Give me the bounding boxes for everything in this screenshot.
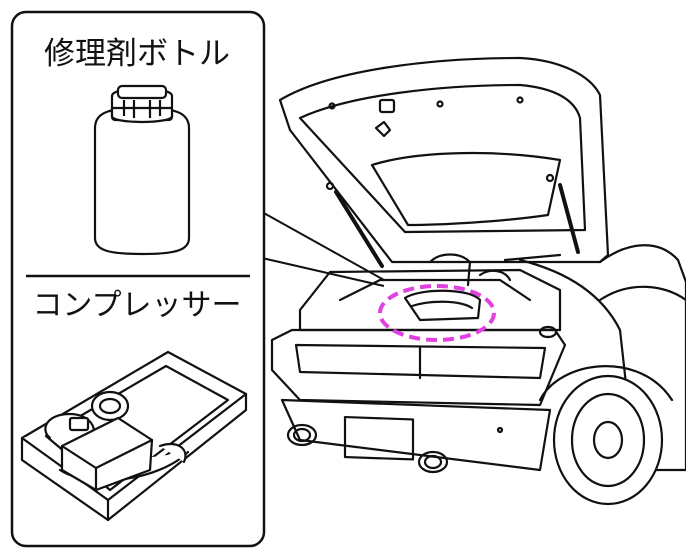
compressor-kit-icon <box>20 350 248 522</box>
trunk-lid-outer <box>278 56 610 264</box>
exhaust-right <box>417 450 449 474</box>
car-rear-trunk-open-icon <box>270 56 686 506</box>
rear-quarter <box>518 258 632 442</box>
repair-bottle-label: 修理剤ボトル <box>44 36 230 72</box>
compressor-label: コンプレッサー <box>32 288 241 323</box>
license-plate <box>343 415 415 461</box>
callout-pointer <box>261 211 385 287</box>
left-gas-strut <box>334 190 384 268</box>
tail-light-bar <box>294 343 547 380</box>
lid-latch <box>378 98 396 114</box>
trunk-kit-shape <box>403 289 482 322</box>
rear-wheel <box>552 374 664 506</box>
repair-bottle-icon <box>93 84 191 256</box>
trunk-lid-inner <box>298 83 587 234</box>
rear-diffuser <box>280 398 552 472</box>
exhaust-left <box>286 423 318 447</box>
rear-bumper <box>270 328 567 407</box>
trunk-lid-window <box>370 151 562 227</box>
car-side-body <box>598 244 686 472</box>
right-gas-strut <box>558 183 580 254</box>
highlight-ellipse <box>378 284 496 342</box>
